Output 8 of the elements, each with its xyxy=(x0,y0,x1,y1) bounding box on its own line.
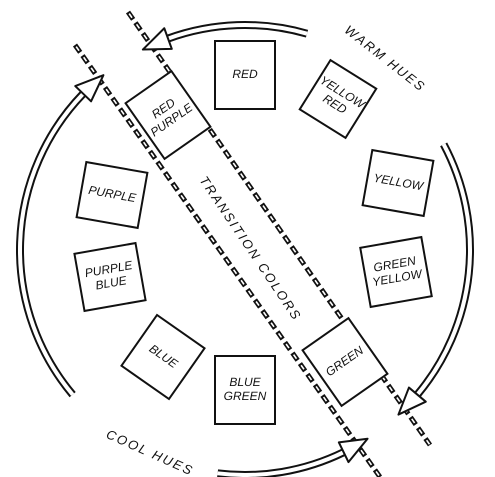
hue-box xyxy=(214,355,276,425)
hue-name: PURPLE BLUE xyxy=(82,258,134,295)
hue-name: GREEN YELLOW xyxy=(370,253,424,291)
hue-name: BLUE GREEN xyxy=(222,376,268,404)
hue-name: YELLOW xyxy=(372,172,424,194)
hue-name: PURPLE xyxy=(87,184,137,206)
hue-box xyxy=(214,40,276,110)
hue-name: RED xyxy=(232,68,258,82)
